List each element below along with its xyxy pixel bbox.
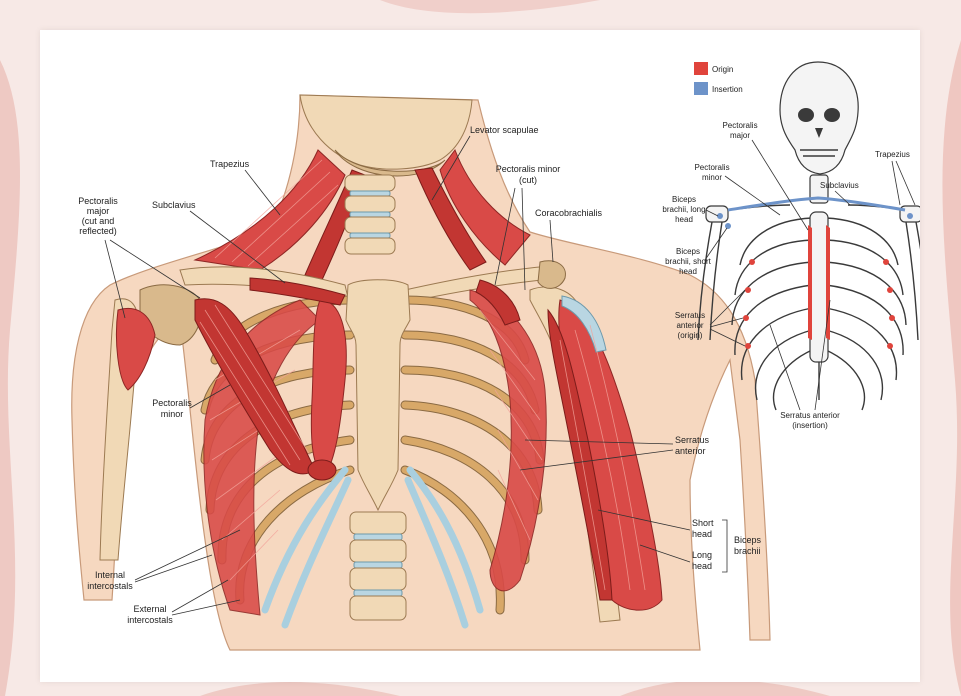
label-external-intercostals-0: External [133,604,166,614]
legend-origin-label: Origin [712,65,733,74]
cervical-spine [345,175,395,254]
illustration-card: Trapezius Subclavius Pectoralis major (c… [40,30,920,682]
inset-label-biceps-short-2: head [679,267,697,276]
inset-label-biceps-long-1: brachii, long [662,205,705,214]
legend-insertion-label: Insertion [712,85,743,94]
label-pectoralis-major-1: major [87,206,110,216]
label-subclavius: Subclavius [152,200,196,210]
inset-skull [780,62,858,174]
label-external-intercostals-1: intercostals [127,615,173,625]
label-pectoralis-major-2: (cut and [82,216,115,226]
label-serratus-anterior-1: anterior [675,446,706,456]
label-levator-scapulae: Levator scapulae [470,125,539,135]
label-internal-intercostals-0: Internal [95,570,125,580]
label-pectoralis-minor-cut-0: Pectoralis minor [496,164,561,174]
label-short-head-1: head [692,529,712,539]
inset-label-serratus-origin-2: (origin) [678,331,703,340]
inset-label-biceps-short-0: Biceps [676,247,700,256]
thoracic-spine [350,512,406,620]
label-pectoralis-minor-1: minor [161,409,184,419]
inset-label-trapezius: Trapezius [875,150,910,159]
inset-eye-right [824,108,840,122]
inset-label-pectoralis-major-0: Pectoralis [722,121,757,130]
inset-label-biceps-long-0: Biceps [672,195,696,204]
inset-label-biceps-short-1: brachii, short [665,257,712,266]
inset-label-serratus-origin-0: Serratus [675,311,705,320]
label-biceps-brachii-0: Biceps [734,535,762,545]
label-coracobrachialis: Coracobrachialis [535,208,603,218]
label-serratus-anterior-0: Serratus [675,435,710,445]
inset-label-pectoralis-minor-1: minor [702,173,722,182]
legend-origin-swatch [694,62,708,75]
legend-insertion-swatch [694,82,708,95]
pectoralis-minor-cut-end [308,460,336,480]
label-internal-intercostals-1: intercostals [87,581,133,591]
inset-label-pectoralis-minor-0: Pectoralis [694,163,729,172]
anatomy-diagram: Trapezius Subclavius Pectoralis major (c… [40,30,920,682]
inset-eye-left [798,108,814,122]
label-pectoralis-major-3: reflected) [79,226,117,236]
label-long-head-0: Long [692,550,712,560]
label-trapezius: Trapezius [210,159,250,169]
label-pectoralis-minor-0: Pectoralis [152,398,192,408]
inset-label-serratus-insertion-1: (insertion) [792,421,828,430]
pectoralis-major-reflected [116,308,155,390]
inset-pectoralis-major-origin [808,225,812,340]
coracoid-process [538,261,565,289]
label-pectoralis-minor-cut-1: (cut) [519,175,537,185]
inset-label-pectoralis-major-1: major [730,131,750,140]
label-pectoralis-major-0: Pectoralis [78,196,118,206]
inset-label-subclavius: Subclavius [820,181,859,190]
inset-label-biceps-long-2: head [675,215,693,224]
label-long-head-1: head [692,561,712,571]
main-anatomy-illustration [72,95,770,650]
label-biceps-brachii-1: brachii [734,546,761,556]
inset-label-serratus-origin-1: anterior [676,321,703,330]
inset-label-serratus-insertion-0: Serratus anterior [780,411,840,420]
label-short-head-0: Short [692,518,714,528]
